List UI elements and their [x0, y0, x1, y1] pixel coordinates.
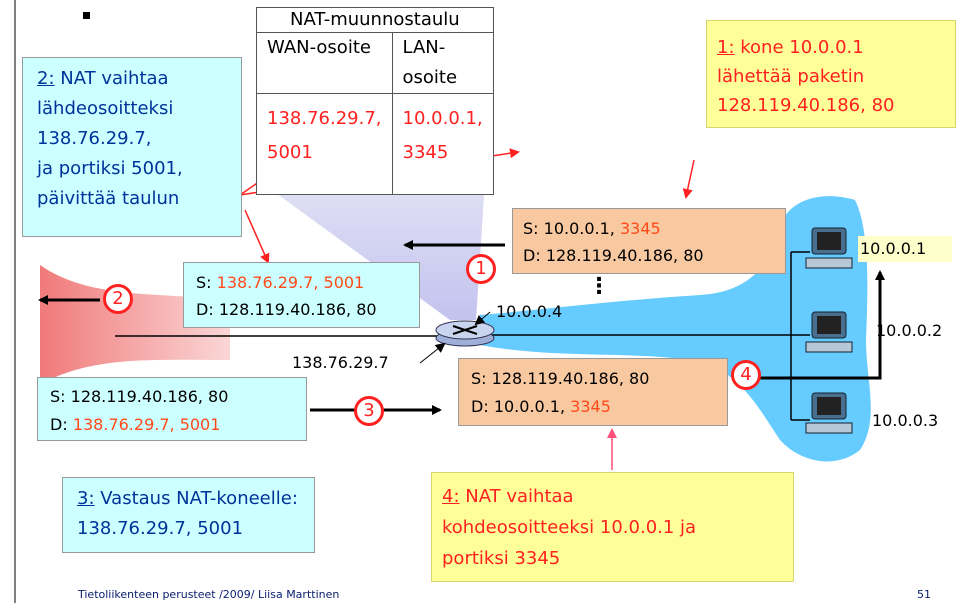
host-ip-label-1: 10.0.0.1 [858, 236, 952, 262]
step4-number: 4: [442, 486, 460, 507]
nat-cell-wan: 138.76.29.7, 5001 [256, 93, 393, 195]
nat-header-lan: LAN-osoite [391, 32, 494, 94]
packet3-d-prefix: D: [50, 415, 68, 434]
step1-number: 1: [717, 37, 735, 58]
packet-2: S: 138.76.29.7, 5001 D: 128.119.40.186, … [183, 262, 420, 328]
wan-horn [40, 265, 230, 385]
packet3-s-prefix: S: [50, 387, 66, 406]
packet1-d-value: 128.119.40.186, 80 [545, 246, 704, 265]
packet3-s-value: 128.119.40.186, 80 [70, 387, 229, 406]
step2-number: 2: [37, 68, 55, 89]
step4-line3: portiksi 3345 [442, 548, 561, 569]
packet2-d-value: 128.119.40.186, 80 [218, 300, 377, 319]
host-ip-label-3: 10.0.0.3 [872, 411, 939, 430]
nat-lan-ip: 10.0.0.1, [402, 108, 483, 129]
step4-line2: kohdeosoitteeksi 10.0.0.1 ja [442, 517, 697, 538]
packet-4: S: 128.119.40.186, 80 D: 10.0.0.1, 3345 [458, 358, 728, 426]
packet1-s-ip: 10.0.0.1, [543, 219, 615, 238]
callout-step3: 3: Vastaus NAT-koneelle: 138.76.29.7, 50… [62, 477, 315, 553]
computer-icon-2 [805, 311, 853, 353]
packet-1: S: 10.0.0.1, 3345 D: 128.119.40.186, 80 [512, 208, 786, 274]
step-circle-3: 3 [354, 396, 384, 426]
packet3-d-ip: 138.76.29.7, [72, 415, 175, 434]
packet3-d-port: 5001 [179, 415, 221, 434]
computer-icon-3 [805, 392, 853, 434]
nat-translation-table: NAT-muunnostaulu WAN-osoite LAN-osoite 1… [256, 7, 494, 195]
step2-line5: päivittää taulun [37, 188, 180, 209]
packet4-s-value: 128.119.40.186, 80 [491, 369, 650, 388]
callout-step2: 2: NAT vaihtaa lähdeosoitteksi 138.76.29… [22, 57, 242, 237]
packet2-s-port: 5001 [323, 273, 365, 292]
packet-3: S: 128.119.40.186, 80 D: 138.76.29.7, 50… [37, 377, 307, 441]
step1-line3: 128.119.40.186, 80 [717, 95, 895, 116]
router-icon [435, 320, 495, 347]
host-ip-label-2: 10.0.0.2 [876, 321, 943, 340]
page-number: 51 [917, 588, 931, 601]
bullet [83, 12, 90, 19]
packet1-d-prefix: D: [523, 246, 541, 265]
ellipsis-dots: ⋮ [588, 274, 610, 299]
step-circle-4: 4 [731, 360, 761, 390]
step2-line1: NAT vaihtaa [60, 68, 169, 89]
packet4-s-prefix: S: [471, 369, 487, 388]
nat-cell-lan: 10.0.0.1, 3345 [391, 93, 494, 195]
step-circle-1: 1 [466, 254, 496, 284]
callout-step4: 4: NAT vaihtaa kohdeosoitteeksi 10.0.0.1… [431, 472, 794, 582]
step1-line2: lähettää paketin [717, 66, 865, 87]
zoom-cone [258, 180, 485, 320]
nat-table-title: NAT-muunnostaulu [256, 7, 494, 33]
nat-wan-port: 5001 [267, 142, 313, 163]
router-wan-ip: 138.76.29.7 [292, 353, 389, 372]
packet2-s-ip: 138.76.29.7, [216, 273, 319, 292]
computer-icon-1 [805, 227, 853, 269]
packet2-d-prefix: D: [196, 300, 214, 319]
router-lan-ip: 10.0.0.4 [496, 302, 563, 321]
footer-credit: Tietoliikenteen perusteet /2009/ Liisa M… [78, 588, 340, 601]
step3-number: 3: [77, 488, 95, 509]
packet2-s-prefix: S: [196, 273, 212, 292]
nat-header-wan: WAN-osoite [256, 32, 393, 94]
nat-lan-port: 3345 [402, 142, 449, 163]
packet4-d-ip: 10.0.0.1, [493, 397, 566, 416]
step3-line2: 138.76.29.7, 5001 [77, 518, 244, 539]
nat-wan-ip: 138.76.29.7, [267, 108, 382, 129]
callout-step1: 1: kone 10.0.0.1 lähettää paketin 128.11… [706, 20, 956, 128]
step2-line4: ja portiksi 5001, [37, 158, 183, 179]
arrow-step4 [755, 270, 885, 380]
step1-line1: kone 10.0.0.1 [740, 37, 864, 58]
packet4-d-port: 3345 [570, 397, 611, 416]
step-circle-2: 2 [103, 284, 133, 314]
packet4-d-prefix: D: [471, 397, 489, 416]
step2-line2: lähdeosoitteksi [37, 98, 174, 119]
packet1-s-prefix: S: [523, 219, 539, 238]
step3-line1: Vastaus NAT-koneelle: [100, 488, 298, 509]
step2-line3: 138.76.29.7, [37, 128, 152, 149]
packet1-s-port: 3345 [619, 219, 661, 238]
step4-line1: NAT vaihtaa [465, 486, 574, 507]
